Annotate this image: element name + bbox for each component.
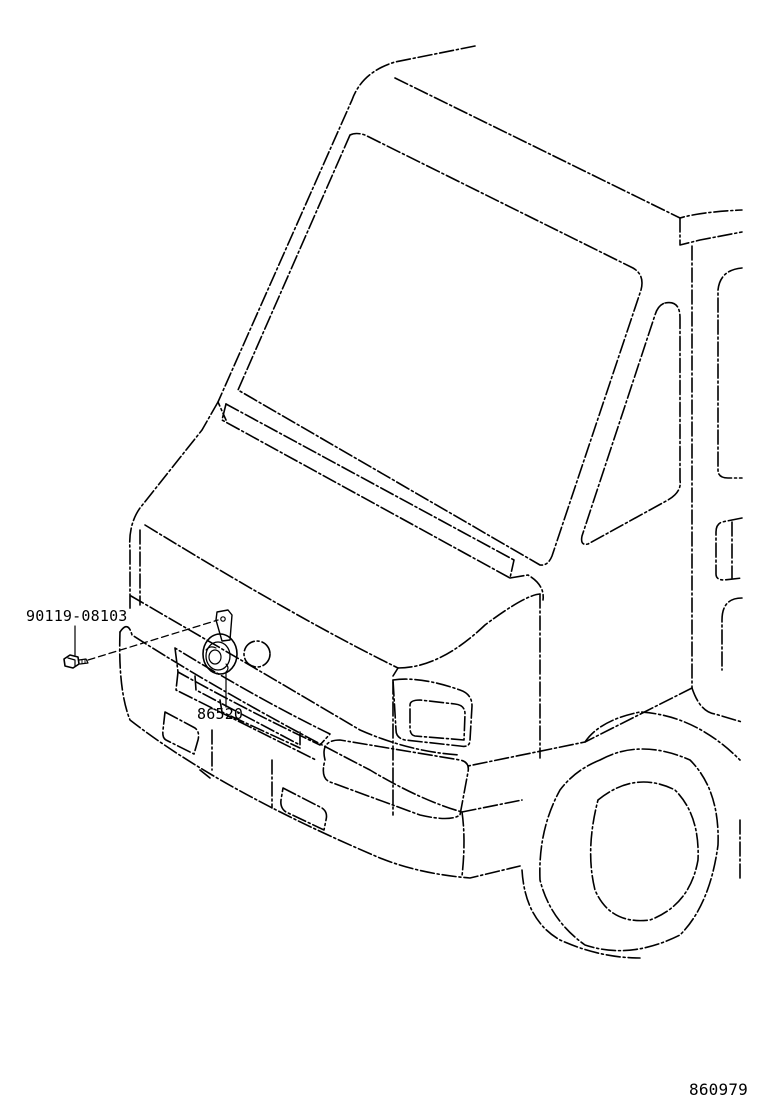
figure-number: 860979 (689, 1080, 748, 1099)
part-label-bolt: 90119-08103 (26, 607, 128, 625)
front-bumper (118, 625, 523, 879)
emblem (243, 640, 271, 668)
grille (174, 647, 331, 761)
door-window (467, 245, 743, 767)
cab-outline (128, 45, 743, 611)
front-wheel (521, 711, 741, 959)
horn-86520 (202, 609, 238, 708)
part-label-horn: 86520 (197, 705, 244, 723)
bolt-90119-08103 (63, 619, 219, 669)
headlamp (322, 678, 473, 820)
windshield (221, 132, 643, 601)
hood (130, 524, 541, 759)
